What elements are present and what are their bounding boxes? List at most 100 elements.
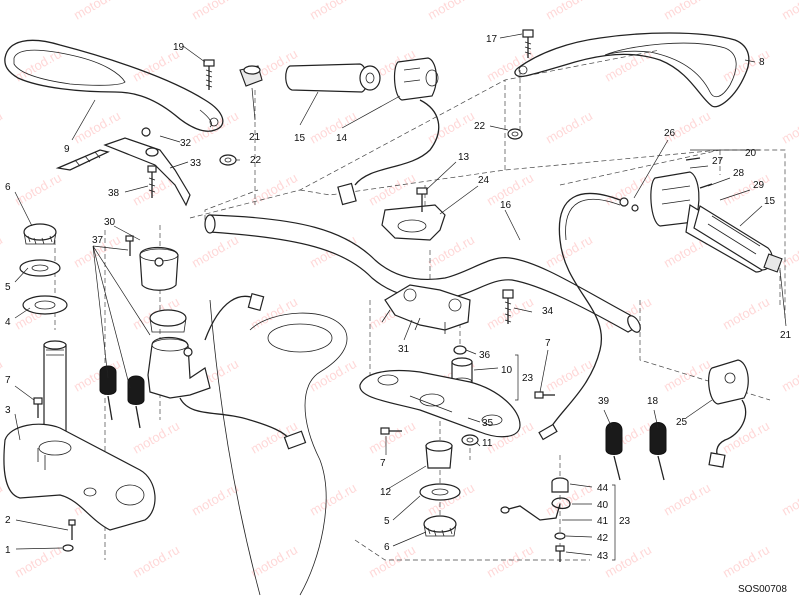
callout-2: 2: [5, 515, 11, 526]
watermark-text: motod.ru: [779, 232, 799, 271]
leader-lines: [14, 33, 787, 556]
washer-22-left: [219, 154, 237, 166]
watermark-text: motod.ru: [366, 418, 418, 457]
callout-16: 16: [500, 200, 512, 211]
callout-15-right: 15: [764, 196, 776, 207]
stem-tube: [43, 340, 67, 451]
callout-35: 35: [482, 418, 494, 429]
nut-12: [425, 440, 453, 469]
callout-labels: 19 17 8 9 21 15 14 32 22 33 38 22 13 24 …: [5, 34, 792, 595]
watermark-text: motod.ru: [130, 418, 182, 457]
callout-8: 8: [759, 57, 765, 68]
watermark-text: motod.ru: [543, 232, 595, 271]
callout-12: 12: [380, 487, 392, 498]
callout-5-center: 5: [384, 516, 390, 527]
watermark-text: motod.ru: [189, 232, 241, 271]
watermark-text: motod.ru: [661, 480, 713, 519]
watermark-text: motod.ru: [366, 542, 418, 581]
watermark-text: motod.ru: [189, 480, 241, 519]
callout-15-left: 15: [294, 133, 306, 144]
callout-17: 17: [486, 34, 498, 45]
pin-2: [68, 519, 76, 540]
watermark-text: motod.ru: [71, 108, 123, 147]
watermark-text: motod.ru: [0, 108, 5, 147]
watermark-text: motod.ru: [779, 480, 799, 519]
clip-40: [551, 497, 571, 510]
handlebar-16: [204, 214, 641, 333]
left-mirror: [4, 39, 224, 132]
callout-38: 38: [108, 188, 120, 199]
callout-27: 27: [712, 156, 724, 167]
callout-13: 13: [458, 152, 470, 163]
watermark-text: motod.ru: [307, 356, 359, 395]
watermark-text: motod.ru: [189, 0, 241, 23]
callout-22-right: 22: [474, 121, 486, 132]
watermark-text: motod.ru: [720, 294, 772, 333]
callout-28: 28: [733, 168, 745, 179]
callout-32: 32: [180, 138, 192, 149]
callout-40: 40: [597, 500, 609, 511]
right-mirror: [514, 32, 750, 108]
watermark-text: motod.ru: [130, 542, 182, 581]
washer-5-left: [19, 259, 61, 277]
watermark-text: motod.ru: [248, 170, 300, 209]
group-bracket-23-lower: [612, 484, 616, 561]
callout-29: 29: [753, 180, 765, 191]
watermark-text: motod.ru: [779, 108, 799, 147]
lower-yoke-3: [3, 423, 156, 531]
washer-22-right: [507, 128, 523, 140]
callout-4: 4: [5, 317, 11, 328]
screw-37: [125, 235, 134, 256]
ignition-ring: [149, 309, 187, 333]
key-39: [605, 422, 623, 481]
upper-clamp-24: [381, 187, 446, 241]
callout-10: 10: [501, 365, 513, 376]
callout-1: 1: [5, 545, 11, 556]
watermark-text: motod.ru: [543, 108, 595, 147]
callout-7-left: 7: [5, 375, 11, 386]
watermark-text: motod.ru: [602, 542, 654, 581]
right-switch-25: [708, 359, 749, 468]
cap-44: [551, 477, 569, 493]
drawing-code: SOS00708: [738, 584, 787, 595]
callout-19: 19: [173, 42, 185, 53]
watermark-text: motod.ru: [12, 542, 64, 581]
screw-7-lower: [380, 427, 402, 435]
screw-7-yoke: [534, 391, 555, 399]
screw-7-left: [33, 397, 43, 418]
screw-38: [147, 165, 157, 198]
callout-5-left: 5: [5, 282, 11, 293]
bolt-19: [203, 59, 215, 90]
washer-5-center: [419, 483, 461, 501]
callout-42: 42: [597, 533, 609, 544]
callout-23-lower: 23: [619, 516, 631, 527]
callout-11: 11: [482, 438, 493, 449]
watermark-text: motod.ru: [425, 108, 477, 147]
callout-20: 20: [745, 148, 757, 159]
watermark-text: motod.ru: [484, 542, 536, 581]
top-yoke: [359, 369, 521, 438]
callout-7-lower: 7: [380, 458, 386, 469]
throttle-assembly: [619, 157, 783, 273]
bolt-34: [502, 289, 514, 324]
watermark-text: motod.ru: [484, 294, 536, 333]
callout-39: 39: [598, 396, 610, 407]
watermark-text: motod.ru: [189, 108, 241, 147]
callout-43: 43: [597, 551, 609, 562]
callout-44: 44: [597, 483, 609, 494]
watermark-text: motod.ru: [661, 356, 713, 395]
key-18: [649, 422, 667, 481]
bearing-6-center: [423, 515, 457, 537]
group-bracket-23-upper: [515, 354, 519, 401]
washer-36: [453, 345, 467, 355]
lever-bracket-33: [55, 127, 191, 207]
callout-34: 34: [542, 306, 554, 317]
bolt-17: [522, 29, 534, 58]
watermark-text: motod.ru: [661, 0, 713, 23]
watermark-text: motod.ru: [0, 232, 5, 271]
screw-43: [555, 545, 565, 562]
callout-31: 31: [398, 344, 410, 355]
watermark-text: motod.ru: [71, 0, 123, 23]
callout-33: 33: [190, 158, 202, 169]
callout-14: 14: [336, 133, 348, 144]
